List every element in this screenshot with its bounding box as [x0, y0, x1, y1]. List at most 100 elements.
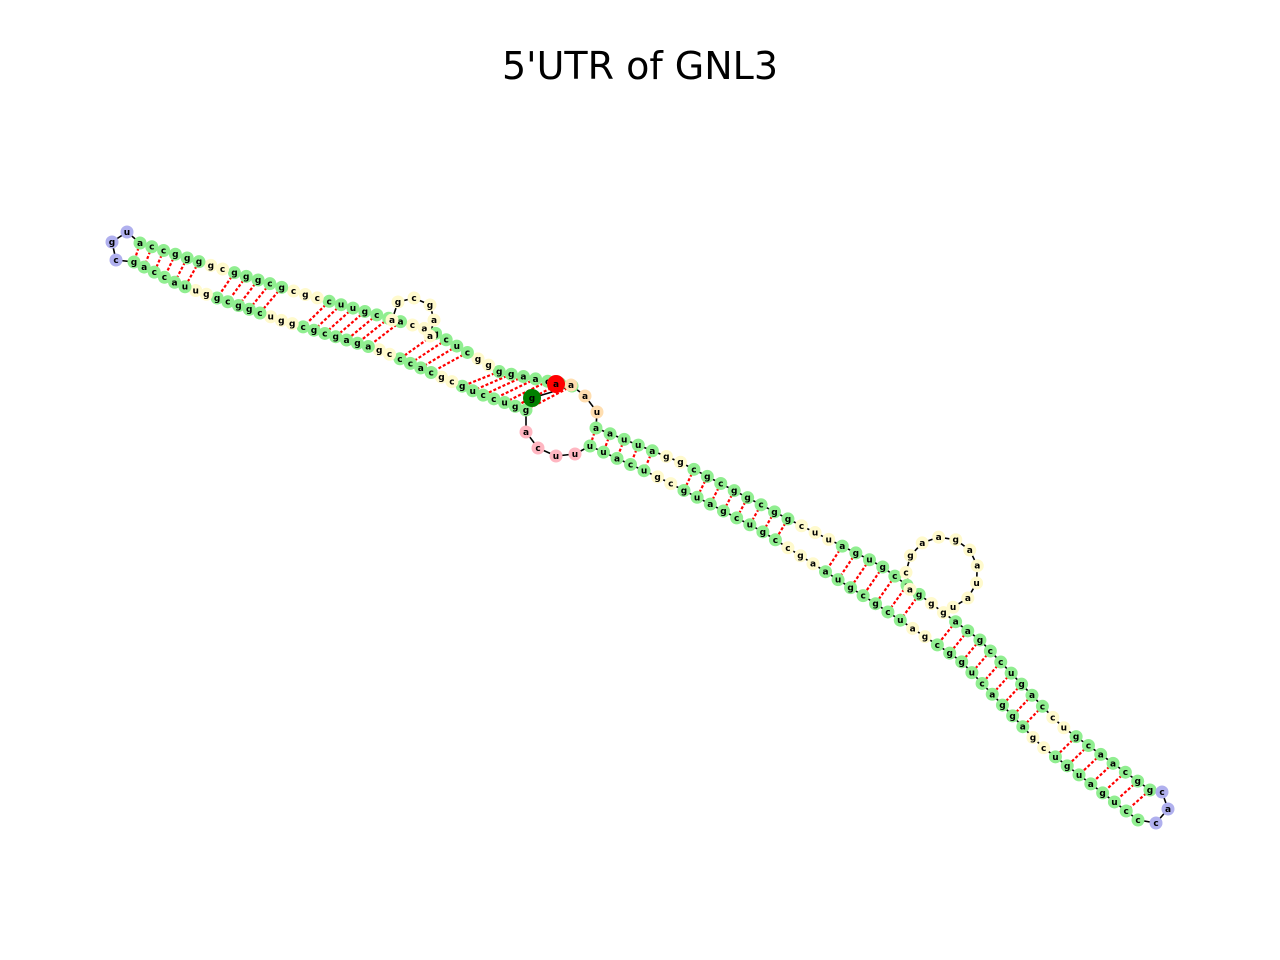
- nucleotide-label: a: [344, 336, 350, 346]
- upper-arm-nucleotide: c: [439, 333, 453, 347]
- nucleotide-label: u: [635, 441, 641, 451]
- lower-arm-nucleotide: c: [795, 519, 809, 533]
- upper-arm-nucleotide: c: [405, 318, 419, 332]
- lower-arm-nucleotide: c: [856, 589, 870, 603]
- nucleotide-label: c: [1040, 702, 1045, 712]
- nucleotide-label: g: [231, 269, 237, 279]
- nucleotide-label: g: [731, 487, 737, 497]
- upper-arm-base-pair: [504, 380, 549, 404]
- nucleotide-label: a: [533, 375, 539, 385]
- lower-arm-nucleotide: c: [730, 511, 744, 525]
- nucleotide-label: u: [1076, 771, 1082, 781]
- nucleotide-label: a: [520, 373, 526, 383]
- nucleotide-label: c: [758, 501, 763, 511]
- nucleotide-label: u: [338, 301, 344, 311]
- nucleotide-label: u: [454, 342, 460, 352]
- upper-arm-nucleotide: g: [180, 251, 194, 265]
- nucleotide-label: c: [465, 348, 470, 358]
- nucleotide-circle: [385, 313, 399, 327]
- nucleotide-label: a: [553, 380, 559, 390]
- nucleotide-circle: [210, 291, 224, 305]
- upper-arm-nucleotide: c: [383, 347, 397, 361]
- nucleotide-circle: [955, 655, 969, 669]
- nucleotide-circle: [806, 557, 820, 571]
- nucleotide-label: u: [835, 576, 841, 586]
- nucleotide-label: c: [387, 350, 392, 360]
- nucleotide-label: c: [408, 359, 413, 369]
- nucleotide-label: c: [903, 568, 908, 578]
- nucleotide-label: g: [208, 261, 214, 271]
- nucleotide-circle: [1025, 688, 1039, 702]
- upper-arm-nucleotide: g: [482, 358, 496, 372]
- nucleotide-circle: [383, 347, 397, 361]
- upper-arm-base-pair: [143, 246, 153, 268]
- upper-arm-nucleotide: g: [508, 399, 522, 413]
- nucleotide-circle: [455, 379, 469, 393]
- upper-arm-nucleotide: g: [455, 379, 469, 393]
- upper-arm-nucleotide: g: [275, 280, 289, 294]
- three-prime-end-nucleotide: g: [523, 389, 541, 407]
- lower-arm-nucleotide: u: [1072, 768, 1086, 782]
- nucleotide-circle: [105, 235, 119, 249]
- nucleotide-circle: [168, 275, 182, 289]
- upper-arm-nucleotide: c: [476, 388, 490, 402]
- three-prime-tail-nucleotide: a: [519, 425, 533, 439]
- nucleotide-circle: [994, 655, 1008, 669]
- nucleotide-label: c: [149, 243, 154, 253]
- nucleotide-circle: [1161, 802, 1175, 816]
- nucleotide-label: c: [1041, 744, 1046, 754]
- nucleotide-circle: [1072, 768, 1086, 782]
- nucleotide-circle: [529, 372, 543, 386]
- nucleotide-label: g: [872, 600, 878, 610]
- nucleotide-label: c: [935, 641, 940, 651]
- nucleotide-circle: [700, 469, 714, 483]
- nucleotide-circle: [888, 569, 902, 583]
- nucleotide-label: c: [799, 522, 804, 532]
- lower-arm-nucleotide: g: [659, 449, 673, 463]
- nucleotide-label: g: [485, 361, 491, 371]
- nucleotide-label: a: [1098, 750, 1104, 760]
- nucleotide-label: u: [469, 387, 475, 397]
- upper-arm-nucleotide: c: [424, 365, 438, 379]
- upper-arm-nucleotide: g: [127, 255, 141, 269]
- nucleotide-circle: [949, 615, 963, 629]
- nucleotide-label: a: [839, 542, 845, 552]
- nucleotide-circle: [460, 345, 474, 359]
- lower-hairpin-nucleotide: a: [1161, 802, 1175, 816]
- upper-arm-nucleotide: c: [221, 295, 235, 309]
- upper-arm-nucleotide: u: [346, 301, 360, 315]
- nucleotide-circle: [1046, 710, 1060, 724]
- nucleotide-circle: [1149, 816, 1163, 830]
- lower-arm-nucleotide: u: [831, 573, 845, 587]
- nucleotide-label: g: [311, 326, 317, 336]
- nucleotide-label: g: [907, 552, 913, 562]
- lower-arm-nucleotide: g: [995, 698, 1009, 712]
- upper-side-loop-nucleotide: a: [423, 329, 437, 343]
- nucleotide-circle: [995, 698, 1009, 712]
- upper-arm-nucleotide: g: [168, 247, 182, 261]
- upper-arm-nucleotide: g: [204, 258, 218, 272]
- lower-arm-nucleotide: c: [994, 655, 1008, 669]
- lower-arm-nucleotide: g: [876, 560, 890, 574]
- nucleotide-circle: [568, 447, 582, 461]
- five-prime-tail-nucleotide: u: [590, 405, 604, 419]
- nucleotide-circle: [1026, 731, 1040, 745]
- nucleotide-circle: [216, 262, 230, 276]
- nucleotide-circle: [1084, 777, 1098, 791]
- lower-arm-base-pair: [748, 504, 763, 526]
- nucleotide-label: g: [654, 473, 660, 483]
- nucleotide-circle: [232, 298, 246, 312]
- lower-arm-nucleotide: g: [1143, 783, 1157, 797]
- upper-arm-base-pair: [356, 317, 390, 345]
- nucleotide-label: a: [398, 318, 404, 328]
- lower-arm-nucleotide: u: [965, 666, 979, 680]
- upper-arm-base-pair: [482, 375, 524, 397]
- nucleotide-label: u: [267, 313, 273, 323]
- lower-arm-nucleotide: u: [583, 439, 597, 453]
- nucleotide-circle: [808, 526, 822, 540]
- nucleotide-circle: [180, 251, 194, 265]
- nucleotide-circle: [781, 541, 795, 555]
- nucleotide-circle: [504, 367, 518, 381]
- nucleotide-label: a: [1029, 691, 1035, 701]
- nucleotide-label: c: [860, 592, 865, 602]
